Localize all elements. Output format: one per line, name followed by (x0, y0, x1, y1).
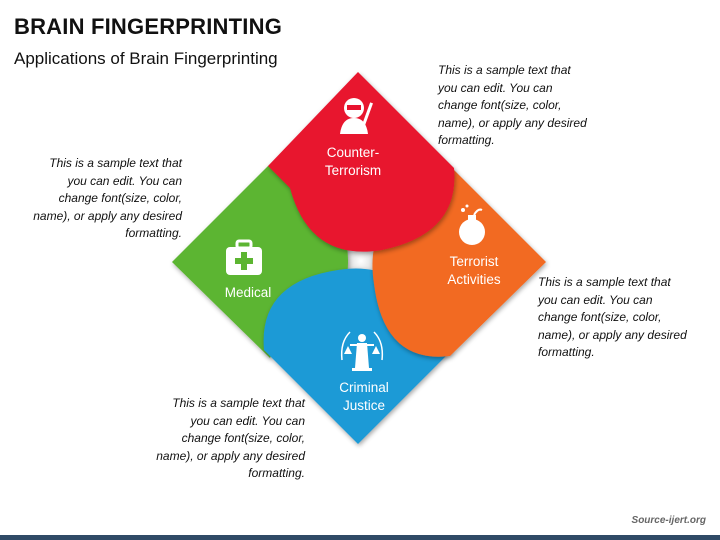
page-subtitle: Applications of Brain Fingerprinting (14, 49, 278, 68)
page-title: BRAIN FINGERPRINTING (14, 14, 282, 39)
bottom-bar (0, 535, 720, 540)
bomb-icon (459, 204, 485, 245)
justice-statue-icon (340, 331, 384, 371)
label-criminal-justice-line2: Justice (343, 398, 385, 413)
description-top-right: This is a sample text that you can edit.… (438, 63, 587, 147)
medical-kit-icon (226, 239, 262, 275)
petal-counter-terrorism[interactable] (268, 72, 455, 252)
label-counter-terrorism-line1: Counter- (327, 145, 380, 160)
label-counter-terrorism-line2: Terrorism (325, 163, 381, 178)
label-terrorist-activities-line2: Activities (447, 272, 501, 287)
label-medical: Medical (225, 285, 272, 300)
description-left: This is a sample text that you can edit.… (33, 156, 182, 240)
description-right: This is a sample text that you can edit.… (538, 275, 687, 359)
label-criminal-justice-line1: Criminal (339, 380, 389, 395)
ninja-icon (340, 98, 373, 134)
description-bottom: This is a sample text that you can edit.… (156, 396, 305, 480)
label-terrorist-activities-line1: Terrorist (450, 254, 499, 269)
source-credit: Source-ijert.org (631, 515, 706, 526)
